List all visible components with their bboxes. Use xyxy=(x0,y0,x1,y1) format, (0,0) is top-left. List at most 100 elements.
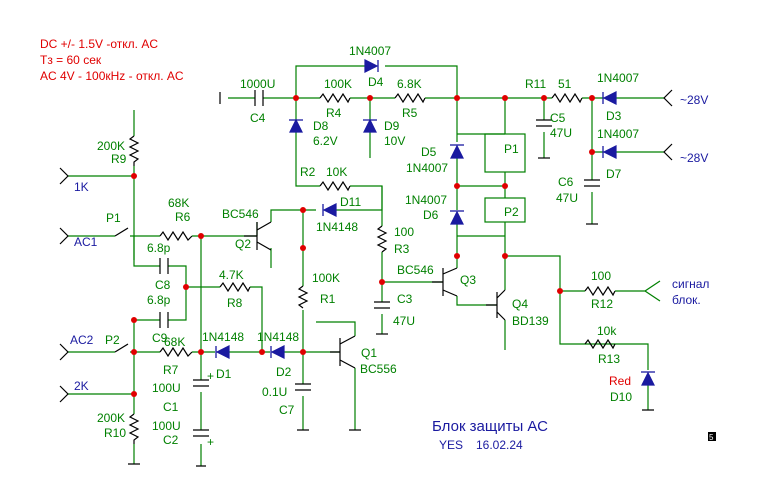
diodes xyxy=(215,59,655,386)
svg-text:R3: R3 xyxy=(394,242,410,256)
transistors xyxy=(244,221,506,369)
svg-text:Q4: Q4 xyxy=(512,297,528,311)
svg-text:2K: 2K xyxy=(74,379,89,393)
resistor-r4 xyxy=(319,92,351,104)
diode-d1 xyxy=(215,345,230,359)
svg-text:P1: P1 xyxy=(504,142,519,156)
relay-coil-p1 xyxy=(484,133,526,173)
resistor-r3 xyxy=(376,225,388,253)
svg-text:BC556: BC556 xyxy=(360,362,397,376)
capacitor-c1 xyxy=(193,379,209,387)
capacitor-c4 xyxy=(254,90,264,106)
svg-text:R12: R12 xyxy=(591,297,613,311)
svg-text:C7: C7 xyxy=(279,403,295,417)
svg-text:1N4148: 1N4148 xyxy=(316,220,358,234)
resistor-r7 xyxy=(159,346,193,358)
resistor-r9 xyxy=(128,135,140,166)
svg-text:R2: R2 xyxy=(300,165,316,179)
svg-text:C1: C1 xyxy=(163,400,179,414)
svg-text:1000U: 1000U xyxy=(240,77,275,91)
transistor-q2 xyxy=(244,221,272,251)
diode-d7 xyxy=(602,145,617,159)
svg-text:D1: D1 xyxy=(216,367,232,381)
svg-text:10k: 10k xyxy=(597,324,617,338)
component-labels: 1N4007 D4 1000U C4 100K R4 6.8K R5 R11 5… xyxy=(97,44,639,447)
note-tz-line: Тз = 60 сек xyxy=(40,53,102,67)
resistor-r8 xyxy=(219,281,251,293)
resistor-r12 xyxy=(584,285,616,297)
terminal-labels: 1K AC1 AC2 2K ~28V ~28V сигнал блок. xyxy=(70,93,709,393)
svg-text:+: + xyxy=(207,369,214,383)
svg-text:Q1: Q1 xyxy=(361,346,377,360)
zener-d9 xyxy=(363,118,377,133)
svg-text:~28V: ~28V xyxy=(680,151,708,165)
svg-text:10V: 10V xyxy=(384,134,405,148)
svg-text:R10: R10 xyxy=(104,426,126,440)
diode-d2 xyxy=(270,345,285,359)
transistor-q1 xyxy=(330,335,356,369)
svg-text:100: 100 xyxy=(394,225,414,239)
resistor-r5 xyxy=(394,92,426,104)
svg-text:C8: C8 xyxy=(155,278,171,292)
diode-d4 xyxy=(364,59,379,73)
date: 16.02.24 xyxy=(476,438,523,452)
svg-text:1N4007: 1N4007 xyxy=(405,193,447,207)
note-dc-line: DC +/- 1.5V -откл. AC xyxy=(40,37,158,51)
svg-text:1N4007: 1N4007 xyxy=(597,71,639,85)
svg-text:4.7K: 4.7K xyxy=(219,268,244,282)
svg-text:D5: D5 xyxy=(421,145,437,159)
svg-text:47U: 47U xyxy=(393,314,415,328)
svg-text:R6: R6 xyxy=(175,210,191,224)
svg-text:C3: C3 xyxy=(397,292,413,306)
svg-text:сигнал: сигнал xyxy=(672,277,709,291)
svg-text:C6: C6 xyxy=(558,175,574,189)
diode-d3 xyxy=(602,91,617,105)
capacitor-c8 xyxy=(159,258,169,274)
svg-text:AC2: AC2 xyxy=(70,333,94,347)
svg-text:R8: R8 xyxy=(227,296,243,310)
svg-text:200K: 200K xyxy=(97,139,125,153)
svg-text:6.8K: 6.8K xyxy=(397,77,422,91)
resistor-r2 xyxy=(319,180,351,192)
svg-text:P2: P2 xyxy=(105,333,120,347)
svg-text:1N4148: 1N4148 xyxy=(257,330,299,344)
svg-text:блок.: блок. xyxy=(672,293,701,307)
svg-text:68K: 68K xyxy=(168,196,189,210)
svg-text:C4: C4 xyxy=(250,111,266,125)
capacitor-c9 xyxy=(159,312,169,328)
svg-text:Red: Red xyxy=(609,374,631,388)
svg-text:1N4007: 1N4007 xyxy=(597,127,639,141)
svg-text:68K: 68K xyxy=(164,335,185,349)
svg-text:200K: 200K xyxy=(97,411,125,425)
svg-text:BC546: BC546 xyxy=(222,207,259,221)
svg-text:100K: 100K xyxy=(312,271,340,285)
capacitor-c6 xyxy=(584,179,600,187)
svg-text:6.2V: 6.2V xyxy=(313,134,338,148)
svg-text:D4: D4 xyxy=(368,75,384,89)
author: YES xyxy=(439,438,463,452)
notes: DC +/- 1.5V -откл. AC Тз = 60 сек AC 4V … xyxy=(40,37,184,83)
svg-text:10K: 10K xyxy=(326,165,347,179)
svg-text:R13: R13 xyxy=(598,352,620,366)
polarity-marks: + + xyxy=(207,369,214,449)
svg-text:100U: 100U xyxy=(152,381,181,395)
resistors xyxy=(128,92,616,444)
led-d10 xyxy=(641,371,655,386)
diode-d6 xyxy=(450,210,464,225)
wires xyxy=(68,65,664,466)
svg-text:R9: R9 xyxy=(111,152,127,166)
svg-text:D9: D9 xyxy=(384,119,400,133)
svg-text:47U: 47U xyxy=(550,126,572,140)
svg-text:P2: P2 xyxy=(504,205,519,219)
svg-text:~28V: ~28V xyxy=(680,93,708,107)
resistor-r6 xyxy=(159,230,193,242)
svg-text:R7: R7 xyxy=(163,363,179,377)
svg-text:100K: 100K xyxy=(324,77,352,91)
relay-coils xyxy=(484,133,526,223)
svg-text:Q2: Q2 xyxy=(235,237,251,251)
resistor-r13 xyxy=(584,338,616,350)
svg-text:R4: R4 xyxy=(326,106,342,120)
capacitor-c3 xyxy=(374,301,390,309)
svg-text:R1: R1 xyxy=(320,292,336,306)
